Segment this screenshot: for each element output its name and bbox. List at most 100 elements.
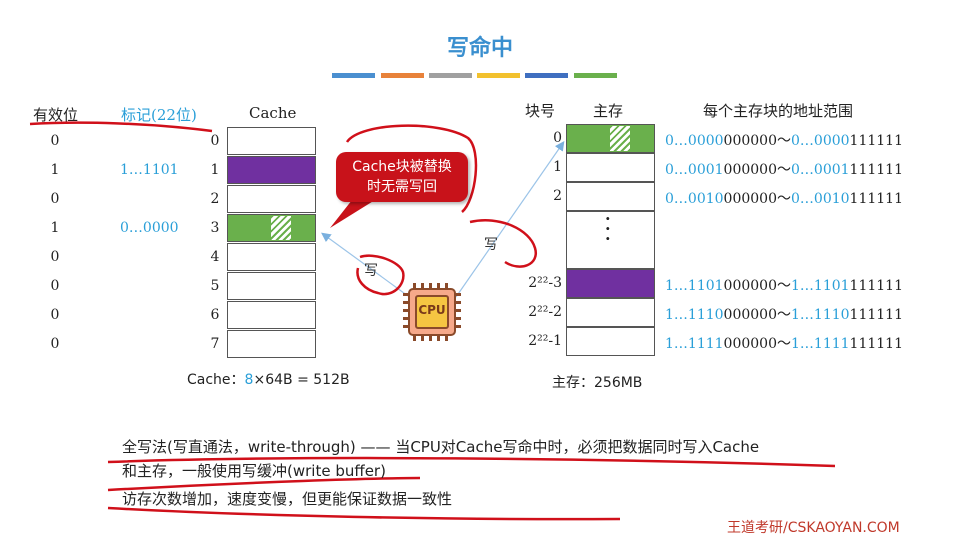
- text-line1-a: 全写法(写直通法，write-through) ——: [122, 438, 396, 456]
- memory-block: [566, 327, 655, 356]
- address-end-hi: 0…0000: [791, 133, 850, 149]
- address-end-hi: 0…0010: [791, 191, 850, 207]
- cpu-chip-icon: CPU: [401, 281, 463, 343]
- ellipsis-dots: · · ·: [605, 209, 611, 248]
- address-end-lo: 111111: [849, 133, 903, 149]
- cache-line-index: 7: [210, 336, 220, 352]
- block-number: 2²²-3: [528, 275, 562, 291]
- address-start-hi: 0…0010: [665, 191, 724, 207]
- valid-bit-value: 1: [50, 162, 60, 178]
- valid-bit-value: 0: [50, 191, 60, 207]
- cache-line-index: 0: [210, 133, 220, 149]
- tag-header: 标记(22位): [121, 106, 197, 124]
- callout-line1: Cache块被替换: [352, 159, 452, 175]
- slide-title: 写命中: [446, 36, 513, 61]
- title-stripe-1: [332, 73, 375, 78]
- underline-header-stroke: [29, 121, 213, 133]
- cache-line-index: 3: [210, 220, 220, 236]
- address-end-lo: 111111: [849, 307, 903, 323]
- callout-line2: 时无需写回: [367, 179, 437, 195]
- cache-line: [227, 214, 316, 242]
- address-sep: ～: [777, 191, 791, 207]
- address-start-hi: 1…1101: [665, 278, 724, 294]
- valid-bit-value: 0: [50, 336, 60, 352]
- address-start-hi: 1…1110: [665, 307, 724, 323]
- address-start-lo: 000000: [723, 191, 777, 207]
- cpu-to-cache-arrow: [321, 232, 409, 297]
- write-label-right: 写: [484, 237, 498, 253]
- replacement-callout: Cache块被替换 时无需写回: [336, 152, 468, 202]
- block-number: 2²²-1: [528, 333, 562, 349]
- title-stripe-2: [381, 73, 424, 78]
- valid-bit-value: 0: [50, 249, 60, 265]
- valid-bit-header: 有效位: [33, 106, 79, 124]
- cache-line: [227, 156, 316, 184]
- cache-line-index: 2: [210, 191, 220, 207]
- tag-value: 0…0000: [120, 220, 179, 236]
- tag-value: 1…1101: [120, 162, 179, 178]
- cpu-to-memory-arrow: [455, 141, 565, 298]
- address-range-header: 每个主存块的地址范围: [703, 102, 854, 120]
- block-number-header: 块号: [525, 102, 556, 120]
- memory-block: [566, 182, 655, 211]
- underline-line1-stroke: [107, 456, 836, 468]
- address-range: 0…0000000000～0…0000111111: [665, 130, 903, 150]
- memory-block: [566, 124, 655, 153]
- address-start-lo: 000000: [723, 307, 777, 323]
- cache-line-index: 1: [210, 162, 220, 178]
- valid-bit-value: 1: [50, 220, 60, 236]
- address-start-lo: 000000: [723, 162, 777, 178]
- valid-bit-value: 0: [50, 278, 60, 294]
- cache-caption-lines: 8: [244, 372, 254, 388]
- address-sep: ～: [777, 133, 791, 149]
- text-line2: 和主存，一般使用写缓冲(write buffer): [122, 462, 386, 480]
- memory-block: · · ·: [566, 211, 655, 269]
- address-start-lo: 000000: [723, 133, 777, 149]
- title-stripe-4: [477, 73, 520, 78]
- title-stripe-5: [525, 73, 568, 78]
- address-end-lo: 111111: [849, 336, 903, 352]
- address-end-lo: 111111: [849, 162, 903, 178]
- address-start-lo: 000000: [723, 278, 777, 294]
- text-line1-b: 当CPU对Cache写命中时，必须把数据同时写入Cache: [395, 438, 760, 456]
- cache-line: [227, 127, 316, 155]
- block-number: 2: [553, 188, 562, 204]
- cache-line: [227, 185, 316, 213]
- address-start-hi: 1…1111: [665, 336, 724, 352]
- cache-line: [227, 243, 316, 271]
- address-sep: ～: [777, 307, 791, 323]
- block-number: 2²²-2: [528, 304, 562, 320]
- address-range: 1…1111000000～1…1111111111: [665, 333, 903, 353]
- address-start-hi: 0…0000: [665, 133, 724, 149]
- cache-caption-prefix: Cache：: [187, 372, 245, 388]
- callout-tail: [330, 200, 375, 228]
- memory-block: [566, 298, 655, 327]
- written-word-hatch: [609, 125, 631, 152]
- underline-line3-stroke: [107, 506, 621, 521]
- cache-line: [227, 272, 316, 300]
- address-range: 0…0001000000～0…0001111111: [665, 159, 903, 179]
- cache-caption: Cache：8×64B = 512B: [187, 369, 350, 389]
- title-stripe-3: [429, 73, 472, 78]
- memory-block: [566, 153, 655, 182]
- address-end-hi: 1…1101: [791, 278, 850, 294]
- circle-callout-stroke: [345, 124, 478, 213]
- address-end-hi: 1…1111: [791, 336, 850, 352]
- block-number: 0: [553, 130, 562, 146]
- address-start-hi: 0…0001: [665, 162, 724, 178]
- cache-line-index: 5: [210, 278, 220, 294]
- write-label-left: 写: [364, 263, 378, 279]
- cache-line-index: 4: [210, 249, 220, 265]
- address-end-hi: 1…1110: [791, 307, 850, 323]
- block-number: 1: [553, 159, 562, 175]
- cache-line-index: 6: [210, 307, 220, 323]
- memory-header: 主存: [593, 102, 624, 120]
- written-word-hatch: [270, 215, 292, 241]
- address-end-hi: 0…0001: [791, 162, 850, 178]
- text-line3: 访存次数增加，速度变慢，但更能保证数据一致性: [122, 490, 453, 508]
- address-sep: ～: [777, 162, 791, 178]
- address-sep: ～: [777, 336, 791, 352]
- valid-bit-value: 0: [50, 307, 60, 323]
- address-end-lo: 111111: [849, 278, 903, 294]
